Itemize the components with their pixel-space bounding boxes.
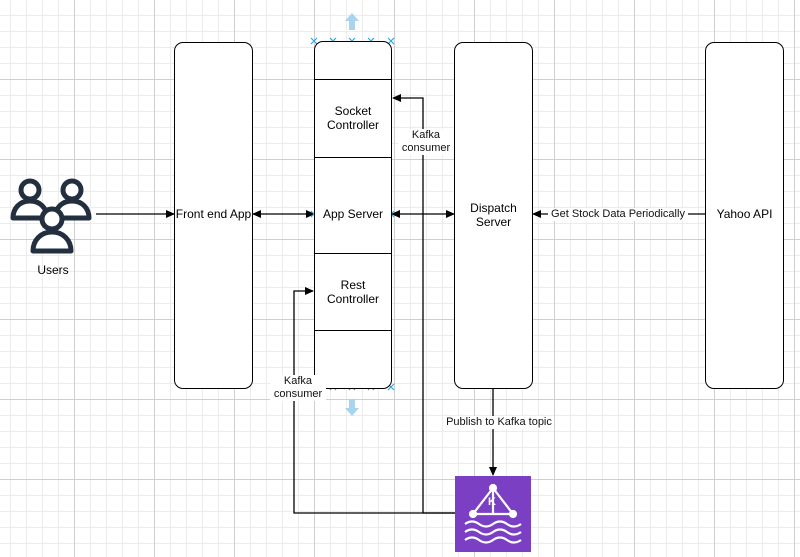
app-server-label: App Server [322,207,384,221]
kafka-icon[interactable]: K [455,476,531,552]
divider-2 [314,157,392,158]
yahoo-api-label: Yahoo API [716,207,773,221]
frontend-app-label: Front end App [175,207,252,221]
socket-controller-label: Socket Controller [326,104,380,132]
users-label: Users [37,263,69,277]
app-server-container[interactable] [314,41,392,389]
resize-down-arrow-icon[interactable] [345,399,359,416]
kafka-glyph [464,483,522,544]
divider-1 [314,79,392,80]
divider-3 [314,253,392,254]
dispatch-server-label: Dispatch Server [470,201,517,229]
yahoo-api-box[interactable] [705,42,784,389]
kafka-consumer-top-label: Kafka consumer [398,129,454,155]
publish-to-kafka-label: Publish to Kafka topic [444,416,554,429]
frontend-app-box[interactable] [174,42,253,389]
users-icon [10,178,92,254]
get-stock-data-label: Get Stock Data Periodically [548,208,688,221]
kafka-consumer-bottom-label: Kafka consumer [270,375,326,401]
divider-4 [314,330,392,331]
dispatch-server-box[interactable] [454,42,533,389]
resize-up-arrow-icon[interactable] [345,13,359,30]
kafka-icon-letter: K [488,496,496,508]
rest-controller-label: Rest Controller [326,278,380,306]
edge-kafka-to-rest-controller[interactable] [293,287,455,514]
edge-kafka-to-socket-controller[interactable] [392,94,455,514]
